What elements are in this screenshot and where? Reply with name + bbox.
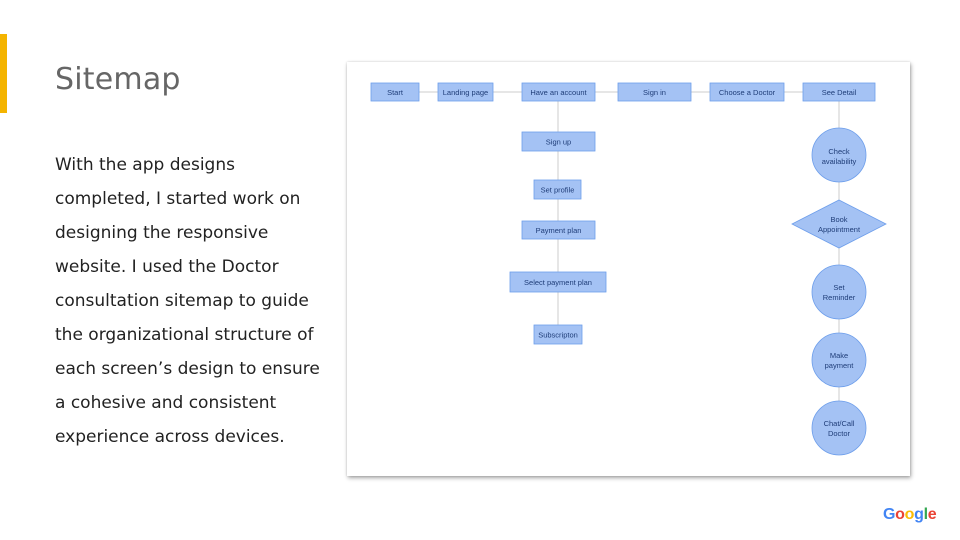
node-subscription: Subscripton <box>533 324 583 345</box>
node-sign-in: Sign in <box>617 82 692 102</box>
logo-letter: o <box>904 506 915 523</box>
node-label: Doctor <box>828 429 851 438</box>
node-see-detail: See Detail <box>802 82 876 102</box>
diagram-edges <box>419 91 840 404</box>
node-choose-a-doctor: Choose a Doctor <box>709 82 785 102</box>
node-sign-up: Sign up <box>521 131 596 152</box>
node-set-profile: Set profile <box>533 179 582 200</box>
node-label: Select payment plan <box>524 278 592 287</box>
node-select-payment-plan: Select payment plan <box>509 271 607 293</box>
node-label: Reminder <box>823 293 856 302</box>
node-check-availability: Check availability <box>811 127 867 183</box>
node-label: Have an account <box>530 88 587 97</box>
node-landing-page: Landing page <box>437 82 494 102</box>
node-label: Appointment <box>818 225 861 234</box>
node-label: Sign in <box>643 88 666 97</box>
node-make-payment: Make payment <box>811 332 867 388</box>
logo-letter: G <box>883 506 896 523</box>
sitemap-diagram: Start Landing page Have an account Sign … <box>347 62 910 476</box>
slide-body-text: With the app designs completed, I starte… <box>55 155 320 447</box>
node-book-appointment: Book Appointment <box>791 199 887 249</box>
logo-letter: e <box>927 506 937 523</box>
node-label: Make <box>830 351 848 360</box>
node-label: Start <box>387 88 404 97</box>
node-chat-call-doctor: Chat/Call Doctor <box>811 400 867 456</box>
google-logo: Google <box>883 506 937 524</box>
node-set-reminder: Set Reminder <box>811 264 867 320</box>
node-have-an-account: Have an account <box>521 82 596 102</box>
node-label: Chat/Call <box>824 419 855 428</box>
node-label: Landing page <box>443 88 488 97</box>
logo-letter: g <box>914 506 924 523</box>
node-label: Check <box>828 147 850 156</box>
node-label: availability <box>822 157 857 166</box>
node-label: Payment plan <box>536 226 582 235</box>
slide-title: Sitemap <box>55 62 181 97</box>
node-start: Start <box>370 82 420 102</box>
node-label: Set profile <box>541 186 575 195</box>
node-label: Subscripton <box>538 331 578 340</box>
node-label: See Detail <box>822 88 857 97</box>
node-label: payment <box>825 361 855 370</box>
node-label: Choose a Doctor <box>719 88 776 97</box>
node-label: Book <box>830 215 847 224</box>
logo-letter: l <box>923 506 928 523</box>
accent-bar <box>0 34 7 113</box>
node-label: Sign up <box>546 138 571 147</box>
logo-letter: o <box>895 506 905 523</box>
node-label: Set <box>833 283 845 292</box>
node-payment-plan: Payment plan <box>521 220 596 240</box>
